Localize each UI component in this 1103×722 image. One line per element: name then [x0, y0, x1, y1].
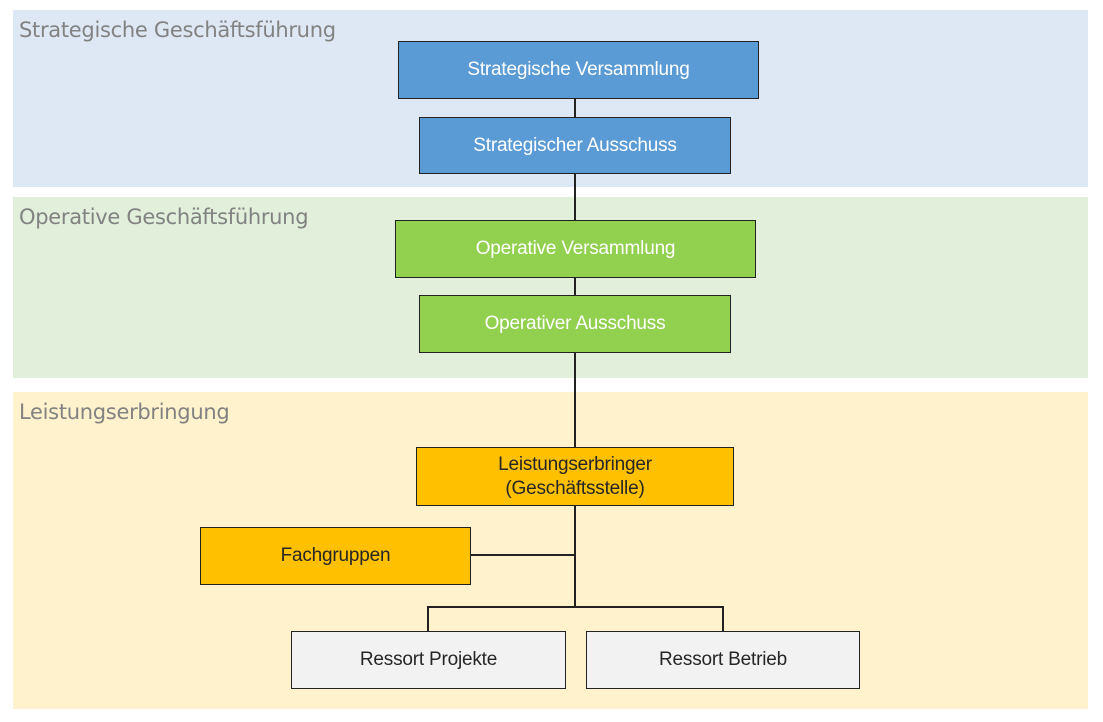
node-label: Strategische Versammlung: [467, 59, 690, 80]
node-label: Leistungserbringer: [498, 453, 652, 475]
band-label: Strategische Geschäftsführung: [19, 18, 336, 42]
connector-fachgruppen: [470, 554, 575, 556]
node-label: Fachgruppen: [280, 545, 391, 566]
node-operative-versammlung: Operative Versammlung: [395, 220, 756, 278]
node-strategischer-ausschuss: Strategischer Ausschuss: [419, 117, 731, 174]
node-leistungserbringer: Leistungserbringer (Geschäftsstelle): [416, 447, 734, 506]
node-operativer-ausschuss: Operativer Ausschuss: [419, 295, 731, 353]
node-ressort-betrieb: Ressort Betrieb: [586, 631, 860, 689]
node-ressort-projekte: Ressort Projekte: [291, 631, 566, 689]
node-strategische-versammlung: Strategische Versammlung: [398, 41, 759, 99]
node-label: (Geschäftsstelle): [505, 477, 645, 499]
node-label: Ressort Betrieb: [659, 649, 787, 670]
node-label: Ressort Projekte: [359, 649, 498, 670]
node-label: Operativer Ausschuss: [484, 313, 666, 334]
connector-main-vertical: [574, 98, 576, 608]
node-label: Strategischer Ausschuss: [473, 134, 677, 156]
connector-ressort-projekte: [427, 606, 429, 631]
node-fachgruppen: Fachgruppen: [200, 527, 471, 585]
node-label: Operative Versammlung: [475, 238, 676, 259]
connector-ressort-betrieb: [722, 606, 724, 631]
band-label: Leistungserbringung: [19, 400, 230, 424]
band-label: Operative Geschäftsführung: [19, 205, 309, 229]
connector-ressort-horizontal: [427, 606, 724, 608]
